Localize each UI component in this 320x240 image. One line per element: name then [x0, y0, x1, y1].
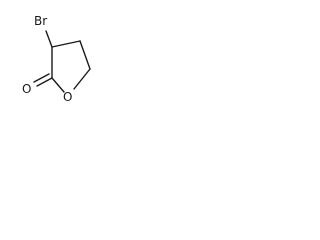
bond-c2-o-double-1 — [36, 77, 53, 87]
bond-c2-o-double-2 — [33, 73, 50, 83]
bromine-label: Br — [34, 14, 47, 28]
ring-oxygen-label: O — [63, 90, 72, 104]
bond-o1-c2 — [51, 77, 65, 93]
bond-c4-c5 — [79, 40, 91, 70]
molecule-structure: Br O O — [22, 14, 91, 104]
bond-c3-br — [45, 30, 53, 48]
bond-c3-c4 — [51, 40, 81, 48]
carbonyl-oxygen-label: O — [22, 82, 31, 96]
bond-c5-o1 — [73, 68, 91, 90]
